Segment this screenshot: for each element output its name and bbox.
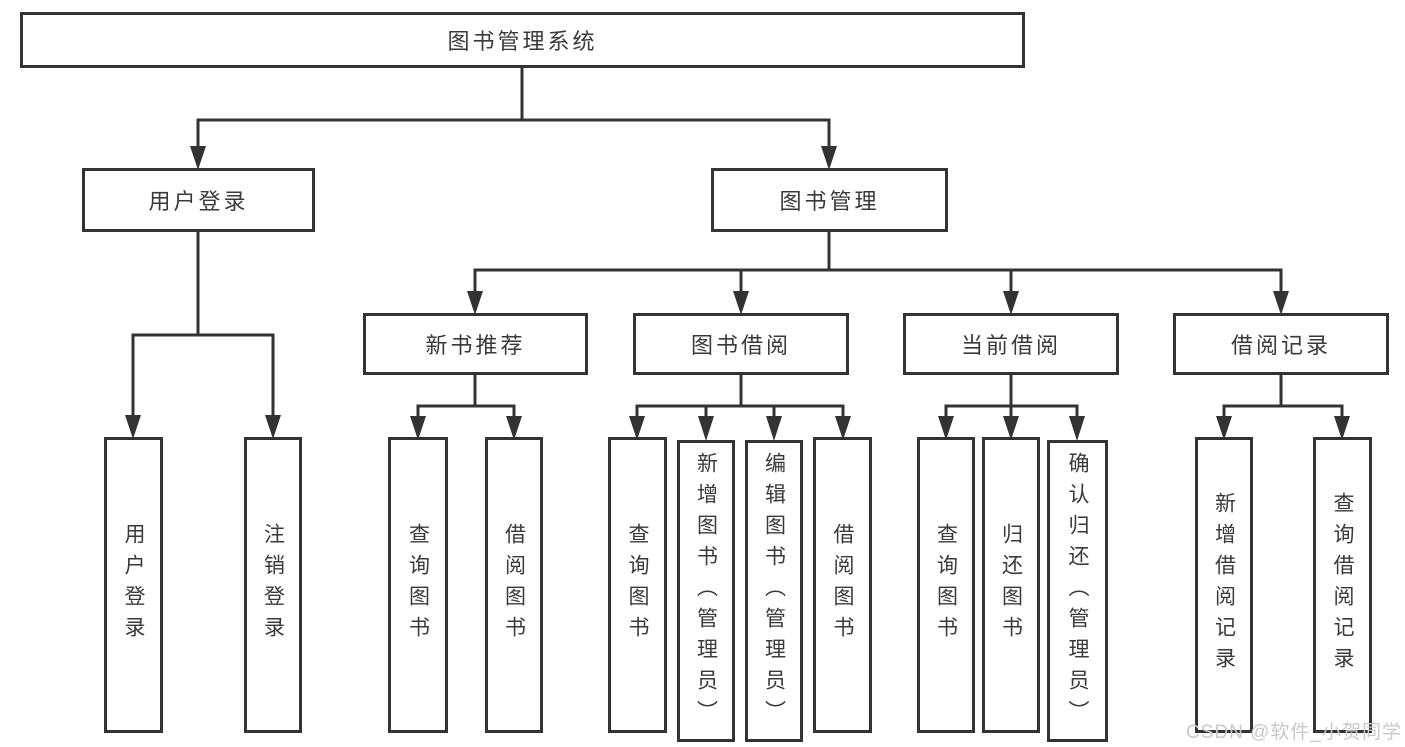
- node-book-management: 图书管理: [711, 168, 948, 232]
- csdn-watermark: CSDN @软件_小贺同学: [1186, 722, 1402, 743]
- node-user-login: 用户登录: [82, 168, 315, 232]
- leaf-query-books-recommend: 查询图书: [388, 437, 448, 733]
- leaf-return-book: 归还图书: [982, 437, 1040, 733]
- node-book-borrow: 图书借阅: [633, 313, 849, 375]
- arrowhead-icon-group: [125, 146, 1350, 441]
- node-new-book-recommend: 新书推荐: [363, 313, 588, 375]
- leaf-add-book-admin: 新增图书（管理员）: [677, 440, 735, 742]
- leaf-add-borrow-record: 新增借阅记录: [1195, 437, 1253, 733]
- leaf-borrow-books: 借阅图书: [813, 437, 872, 733]
- node-borrow-records: 借阅记录: [1173, 313, 1389, 375]
- leaf-edit-book-admin: 编辑图书（管理员）: [745, 440, 803, 742]
- node-current-borrow: 当前借阅: [903, 313, 1119, 375]
- leaf-query-books-borrow: 查询图书: [608, 437, 667, 733]
- leaf-query-borrow-record: 查询借阅记录: [1313, 437, 1372, 733]
- leaf-logout: 注销登录: [244, 437, 302, 733]
- leaf-user-login: 用户登录: [104, 437, 163, 733]
- leaf-query-books-current: 查询图书: [917, 437, 975, 733]
- leaf-borrow-books-recommend: 借阅图书: [485, 437, 543, 733]
- leaf-confirm-return-admin: 确认归还（管理员）: [1047, 440, 1108, 742]
- node-library-management-system: 图书管理系统: [20, 12, 1025, 68]
